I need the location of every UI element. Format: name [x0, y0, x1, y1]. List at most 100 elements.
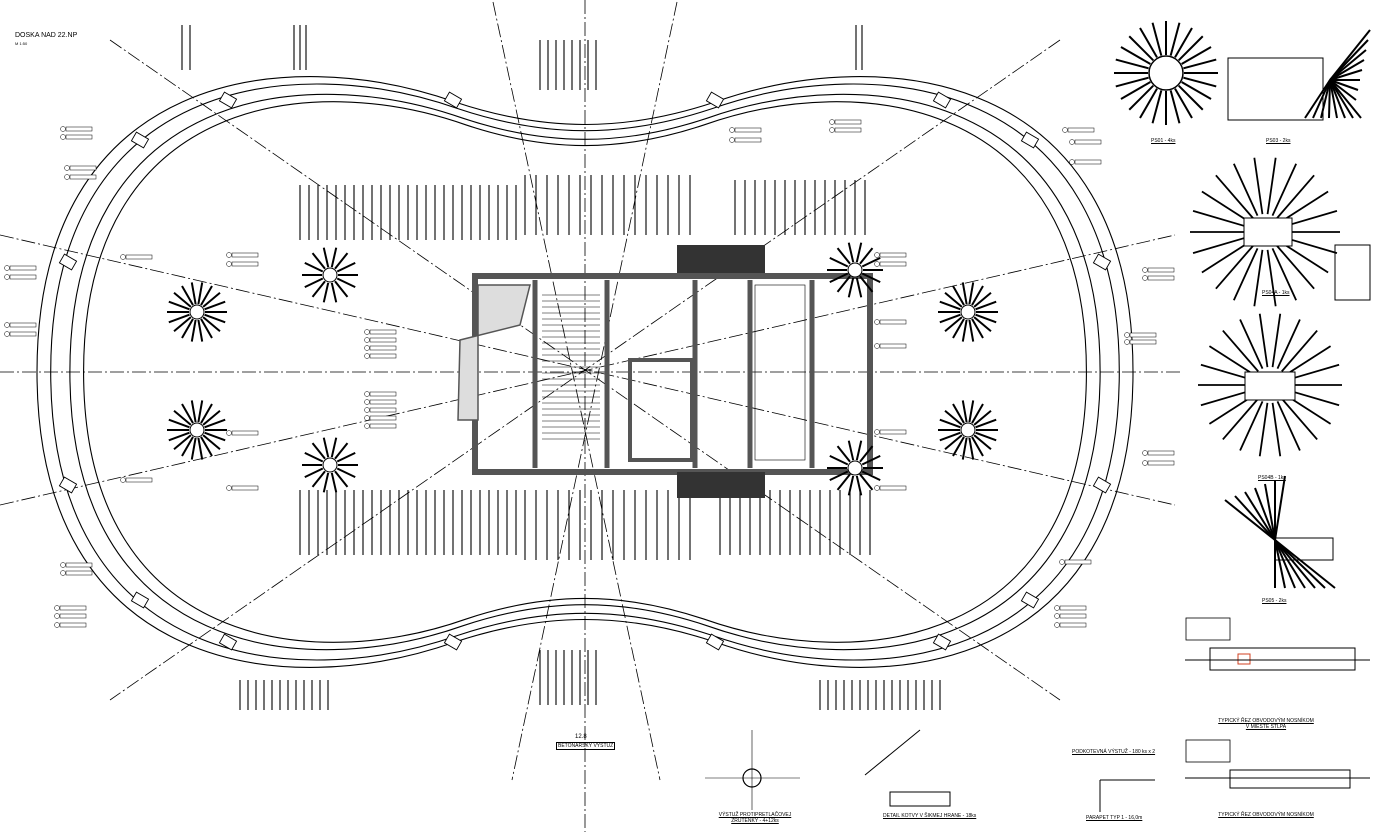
punching-bar: [173, 291, 192, 308]
detail-bar: [1274, 539, 1336, 589]
punching-bar: [181, 318, 194, 339]
lift-shaft: [754, 284, 806, 461]
tag-marker: [226, 485, 232, 491]
punching-bar: [973, 291, 992, 308]
bar-tag: [879, 485, 907, 491]
tag-marker: [1142, 267, 1148, 273]
punching-bar: [939, 431, 961, 442]
detail-bar: [1239, 400, 1264, 451]
punching-bar: [334, 280, 349, 298]
detail-note: [1185, 739, 1231, 763]
detail-note: [1185, 617, 1231, 641]
detail-bar: [1128, 35, 1154, 61]
column: [705, 633, 725, 651]
punching-bar: [836, 275, 851, 293]
bar-tag: [369, 353, 397, 359]
detail-bar: [1284, 345, 1332, 377]
tag-marker: [1054, 605, 1060, 611]
bar-tags: [4, 119, 1175, 628]
punching-bar: [204, 418, 226, 429]
punching-bar: [855, 242, 863, 263]
punching-bar: [861, 454, 881, 466]
detail-bar: [1183, 76, 1217, 88]
tag-marker: [364, 399, 370, 405]
detail-bar: [1274, 475, 1286, 541]
punching-bar: [975, 300, 997, 311]
detail-bar: [1329, 39, 1369, 81]
punching-reinforcement: [167, 242, 998, 496]
bar-tag: [834, 119, 862, 125]
bar-tag: [879, 429, 907, 435]
punching-bar: [197, 400, 204, 423]
tag-marker: [120, 477, 126, 483]
punching-bar: [975, 431, 997, 442]
detail-bar: [1174, 88, 1193, 119]
detail-section: [1229, 769, 1351, 789]
punching-bar: [861, 470, 881, 482]
bar-tag: [69, 165, 97, 171]
detail-bar: [1271, 247, 1297, 301]
reinforcement-bars: [181, 25, 941, 710]
detail-bar: [1222, 398, 1259, 441]
bar-tag: [1074, 139, 1102, 145]
punching-bar: [971, 436, 984, 457]
detail-bar: [1200, 389, 1253, 407]
punching-bar: [944, 409, 963, 426]
detail-bar: [1222, 329, 1259, 372]
punching-bar: [861, 272, 881, 284]
punching-bar: [971, 318, 984, 339]
detail-bar: [1271, 402, 1282, 457]
detail-bar: [1234, 495, 1276, 541]
column: [1020, 131, 1040, 149]
punching-bar: [322, 437, 330, 458]
tag-marker: [4, 331, 10, 337]
bar-tag: [879, 252, 907, 258]
bar-tag: [879, 319, 907, 325]
detail-bar: [1120, 46, 1151, 65]
core-hatch-top: [677, 245, 765, 273]
punching-bar: [197, 437, 204, 460]
punching-bar: [829, 470, 849, 482]
perimeter-columns: [58, 91, 1112, 651]
caption-section-beam: TYPICKÝ ŘEZ OBVODOVÝM NOSNÍKOM: [1218, 812, 1314, 818]
punching-bar: [939, 418, 961, 429]
bar-tag: [1147, 450, 1175, 456]
detail-bar: [1329, 79, 1362, 119]
slab-edge: [50, 83, 1120, 661]
bar-tag: [9, 265, 37, 271]
bar-tag: [1129, 339, 1157, 345]
column: [443, 91, 463, 109]
column: [932, 633, 952, 651]
punching-bar: [971, 403, 984, 424]
punching-bar: [952, 403, 965, 424]
bar-tag: [1147, 275, 1175, 281]
punching-bar: [204, 431, 226, 442]
punching-bar: [336, 467, 356, 479]
punching-bar: [855, 440, 863, 461]
punching-bar: [168, 418, 190, 429]
punching-bar: [952, 318, 965, 339]
detail-bar: [1215, 174, 1254, 219]
bar-tag: [65, 570, 93, 576]
detail-bar: [1329, 59, 1365, 81]
tag-marker: [1142, 450, 1148, 456]
bar-tag: [1059, 605, 1087, 611]
detail-bar: [1253, 249, 1264, 307]
detail-bar: [1329, 79, 1357, 101]
detail-bar: [1274, 539, 1316, 589]
tag-marker: [874, 429, 880, 435]
detail-bar: [1181, 81, 1212, 100]
punching-bar: [847, 475, 855, 496]
punching-bar: [952, 285, 965, 306]
punching-bar: [330, 472, 338, 493]
bar-tag: [369, 407, 397, 413]
caption-ps03: PS03 - 2ks: [1266, 138, 1291, 144]
punching-bar: [961, 282, 968, 305]
detail-bar: [1151, 22, 1163, 56]
tag-marker: [60, 126, 66, 132]
punching-bar: [173, 316, 192, 333]
punching-bar: [304, 261, 324, 273]
caption-ps05: PS05 - 2ks: [1262, 598, 1287, 604]
punching-bar: [971, 285, 984, 306]
punching-bar: [330, 282, 338, 303]
